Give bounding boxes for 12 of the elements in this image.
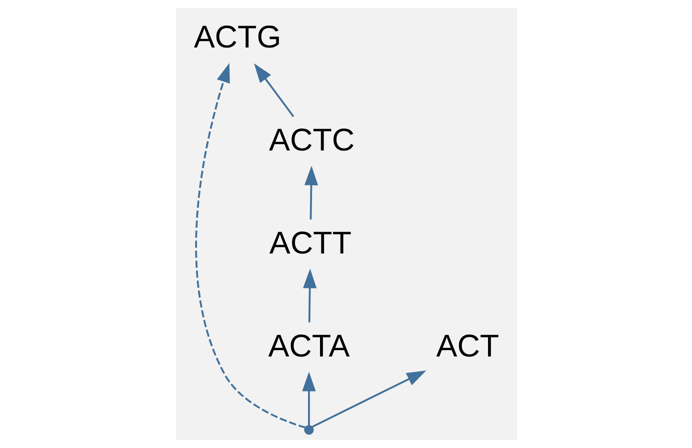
node-point bbox=[304, 425, 314, 435]
node-text: ACTT bbox=[268, 226, 351, 261]
node-text: ACTG bbox=[193, 20, 281, 55]
arrow bbox=[302, 372, 316, 426]
node-text: ACT bbox=[436, 328, 499, 364]
arrow bbox=[194, 63, 306, 428]
arrow bbox=[304, 166, 318, 220]
node-text: ACTA bbox=[268, 328, 350, 364]
arrow bbox=[302, 268, 316, 322]
arrow bbox=[253, 63, 294, 118]
node-text: ACTC bbox=[268, 122, 354, 158]
arrow bbox=[311, 370, 426, 428]
